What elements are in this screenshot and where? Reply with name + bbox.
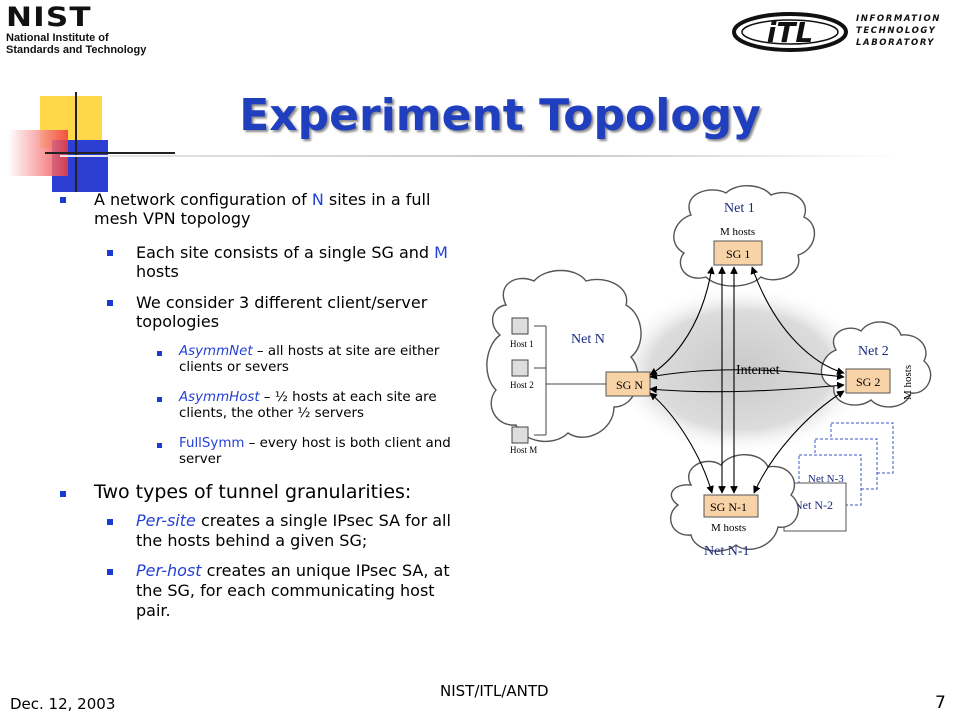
footer-date: Dec. 12, 2003: [10, 695, 116, 713]
sg2-box: [845, 368, 891, 394]
link-sgN-sgN1: [649, 392, 714, 494]
hostM-label: Host M: [510, 445, 537, 455]
m-variable: M: [434, 243, 448, 262]
sgN-box: [605, 371, 651, 397]
link-sg1-sgN: [649, 266, 715, 376]
tunnel-links: [649, 266, 845, 494]
page-number: 7: [935, 693, 946, 713]
host2-icon: [511, 359, 529, 377]
itl-oval-icon: iTL: [732, 12, 848, 52]
host1-label: Host 1: [510, 339, 534, 349]
bullet-marker: [157, 443, 162, 448]
bullet-marker: [157, 397, 162, 402]
netN-label: Net N: [571, 332, 605, 347]
netN2-label: Net N-2: [794, 498, 833, 512]
netN1-label: Net N-1: [704, 544, 750, 559]
nist-wordmark: NIST: [6, 2, 92, 33]
bullet-marker: [107, 569, 113, 575]
title-divider: [60, 155, 900, 157]
bullet-tunnel-granularities: Two types of tunnel granularities:: [94, 481, 412, 503]
slide-title: Experiment Topology: [239, 90, 761, 141]
hostM-icon: [511, 426, 529, 444]
bullet-client-server-topologies: We consider 3 different client/server to…: [136, 293, 428, 331]
sgN1-label: SG N-1: [710, 500, 747, 514]
itl-line2: TECHNOLOGY: [856, 26, 937, 36]
net2-cloud: [820, 321, 932, 408]
bullet-fullsymm: FullSymm – every host is both client and…: [179, 436, 451, 467]
host1-icon: [511, 317, 529, 335]
nist-logo: NIST National Institute of Standards and…: [6, 4, 156, 60]
itl-logo: iTL INFORMATION TECHNOLOGY LABORATORY: [730, 8, 955, 56]
bullet-per-host: Per-host creates an unique IPsec SA, at …: [136, 561, 450, 620]
nist-subtitle-line2: Standards and Technology: [6, 44, 147, 56]
topology-diagram: Internet Net 1 M hosts SG 1 Net 2 M host…: [486, 185, 932, 559]
vertical-rule: [75, 92, 77, 192]
net2-label: Net 2: [858, 344, 889, 359]
net2-hosts-label: M hosts: [902, 365, 914, 400]
itl-wordmark: INFORMATION TECHNOLOGY LABORATORY: [856, 13, 941, 49]
itl-line1: INFORMATION: [856, 14, 941, 24]
n-variable: N: [311, 190, 324, 209]
link-sg2-sgN1: [753, 390, 845, 494]
link-sg1-sg2: [750, 266, 845, 375]
net1-hosts-label: M hosts: [720, 226, 755, 238]
footer-org: NIST/ITL/ANTD: [440, 682, 549, 700]
itl-mark: iTL: [767, 16, 814, 49]
bullet-per-site: Per-site creates a single IPsec SA for a…: [136, 511, 451, 550]
bullet-marker: [107, 519, 113, 525]
sg1-box: [713, 240, 763, 266]
net1-label: Net 1: [724, 201, 755, 216]
host2-label: Host 2: [510, 380, 534, 390]
sg2-label: SG 2: [856, 375, 880, 389]
nist-subtitle-line1: National Institute of: [6, 32, 109, 44]
sg1-label: SG 1: [726, 247, 750, 261]
sgN-label: SG N: [616, 378, 643, 392]
sgN1-box: [703, 494, 759, 518]
horizontal-rule: [45, 152, 175, 154]
itl-line3: LABORATORY: [856, 38, 935, 48]
bullet-marker: [157, 351, 162, 356]
bullet-site-composition: Each site consists of a single SG and M …: [136, 243, 448, 281]
netN1-hosts-label: M hosts: [711, 522, 746, 534]
bullet-asymmhost: AsymmHost – ½ hosts at each site are cli…: [179, 390, 437, 421]
bullet-marker: [107, 250, 113, 256]
link-sgN-sg2-b: [649, 381, 845, 394]
bullet-asymmnet: AsymmNet – all hosts at site are either …: [179, 344, 440, 375]
bullet-marker: [60, 197, 66, 203]
bullet-network-config: A network configuration of N sites in a …: [94, 190, 431, 228]
netN-cloud: [486, 269, 642, 443]
bullet-marker: [60, 491, 66, 497]
bullet-marker: [107, 300, 113, 306]
